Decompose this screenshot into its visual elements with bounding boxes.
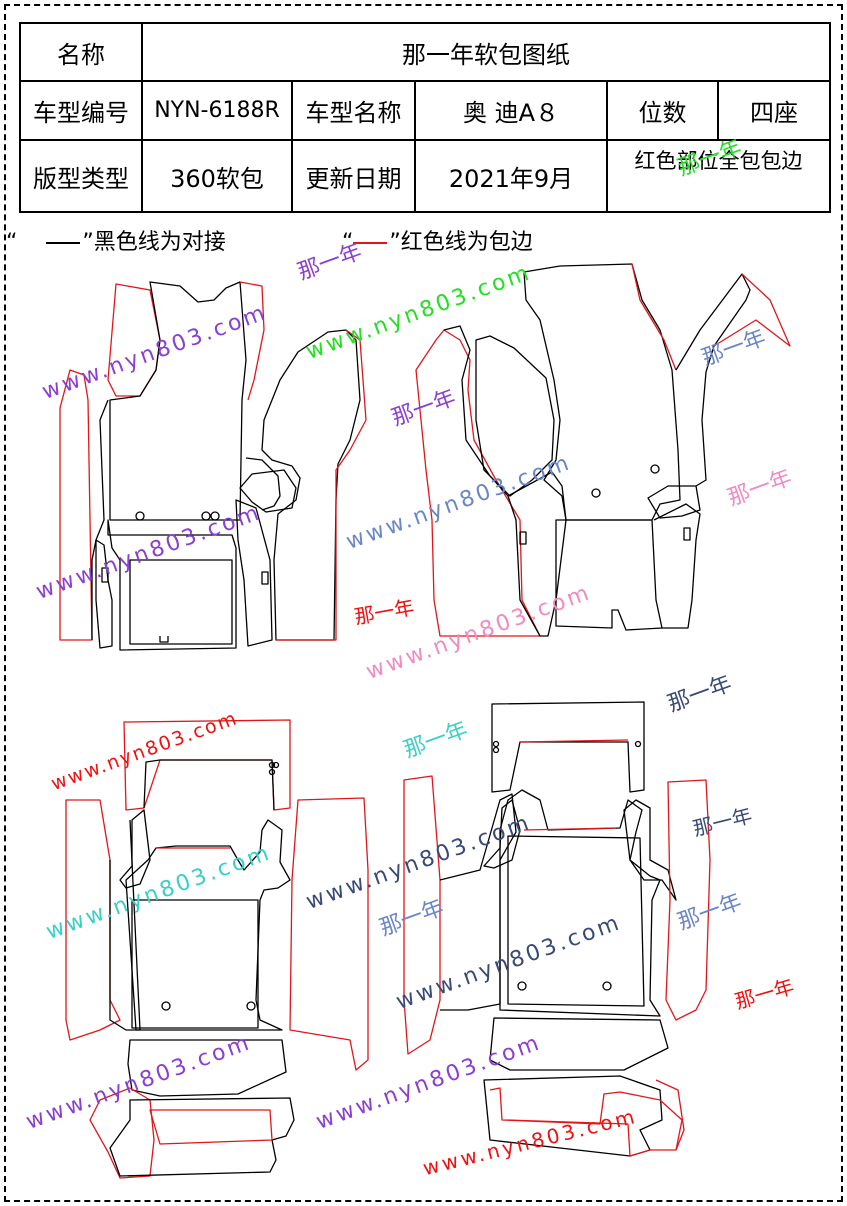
pattern-piece	[235, 499, 273, 647]
pattern-piece	[499, 789, 661, 1017]
fixing-hole	[591, 488, 601, 498]
pattern-piece	[143, 759, 275, 811]
pattern-piece	[713, 273, 791, 347]
pattern-piece	[489, 1087, 683, 1157]
fixing-hole	[517, 981, 527, 991]
pattern-piece	[125, 819, 291, 1031]
legend-red: “ ”红色线为包边	[342, 228, 533, 258]
pattern-piece	[131, 899, 259, 1029]
spec-row-model: 车型编号 NYN-6188R 车型名称 奥 迪A８ 位数 四座	[19, 80, 831, 141]
seats-value: 四座	[717, 80, 831, 141]
slot	[159, 636, 169, 643]
fixing-hole	[201, 511, 211, 521]
pattern-piece	[403, 775, 441, 1055]
pattern-piece	[647, 485, 701, 519]
pattern-piece	[107, 283, 161, 397]
fixing-hole	[161, 1001, 171, 1011]
seats-label: 位数	[606, 80, 719, 141]
fixing-hole	[268, 761, 276, 769]
fixing-hole	[650, 464, 660, 474]
pattern-piece	[653, 503, 701, 629]
pattern-piece	[89, 1087, 155, 1179]
pattern-piece	[239, 281, 265, 401]
date-value: 2021年9月	[414, 139, 608, 213]
pattern-piece	[523, 263, 681, 521]
spec-row-type: 版型类型 360软包 更新日期 2021年9月 红色部位全包包边	[19, 139, 831, 213]
date-label: 更新日期	[291, 139, 416, 213]
model-no-value: NYN-6188R	[141, 80, 293, 141]
spec-table: 名称 那一年软包图纸 车型编号 NYN-6188R 车型名称 奥 迪A８ 位数 …	[19, 22, 831, 213]
fixing-hole	[492, 740, 500, 748]
pattern-piece	[59, 369, 93, 641]
pattern-piece	[675, 273, 751, 487]
fixing-hole	[246, 1001, 256, 1011]
red-line-sample	[353, 242, 388, 244]
pattern-piece	[149, 1109, 273, 1145]
pattern-piece	[289, 797, 369, 1071]
legend-quote: “	[342, 230, 354, 255]
slot	[683, 527, 691, 541]
fixing-hole	[268, 768, 276, 776]
pattern-piece	[123, 719, 291, 811]
slot	[261, 571, 269, 585]
pattern-piece	[95, 539, 113, 649]
name-value: 那一年软包图纸	[141, 22, 831, 82]
pattern-piece	[475, 335, 555, 497]
legend-quote: “	[6, 230, 18, 255]
pattern-piece	[245, 457, 281, 511]
pattern-piece	[109, 281, 247, 521]
pattern-piece	[239, 469, 297, 513]
pattern-piece	[119, 809, 151, 889]
model-name-value: 奥 迪A８	[414, 80, 608, 141]
pattern-piece	[665, 779, 711, 1021]
legend-black-text: ”黑色线为对接	[82, 230, 226, 255]
fixing-hole	[492, 746, 500, 754]
spec-row-name: 名称 那一年软包图纸	[19, 22, 831, 82]
pattern-piece	[127, 1039, 287, 1097]
pattern-piece	[507, 835, 645, 1007]
slot	[101, 567, 109, 583]
pattern-piece	[276, 329, 367, 641]
pattern-piece	[555, 519, 663, 631]
black-line-sample	[46, 242, 81, 244]
pattern-piece	[439, 793, 517, 1011]
fixing-hole	[634, 740, 642, 748]
name-label: 名称	[19, 22, 143, 82]
pattern-piece	[109, 1097, 295, 1177]
note-text: 红色部位全包包边	[606, 139, 831, 213]
fixing-hole	[272, 761, 280, 769]
legend-red-text: ”红色线为包边	[389, 230, 533, 255]
model-no-label: 车型编号	[19, 80, 143, 141]
slot	[519, 531, 527, 545]
pattern-piece	[623, 799, 677, 901]
pattern-piece	[109, 819, 141, 1031]
pattern-piece	[91, 399, 109, 640]
pattern-piece	[129, 559, 233, 645]
pattern-piece	[523, 827, 617, 831]
fixing-hole	[135, 511, 145, 521]
pattern-piece	[491, 701, 645, 793]
fixing-hole	[210, 511, 220, 521]
pattern-piece	[483, 1075, 663, 1157]
pattern-piece	[507, 471, 567, 637]
type-label: 版型类型	[19, 139, 143, 213]
pattern-piece	[489, 1017, 669, 1071]
legend-black: “ ”黑色线为对接	[6, 228, 226, 258]
pattern-piece	[415, 329, 541, 637]
sheet-border	[4, 4, 843, 1202]
model-name-label: 车型名称	[291, 80, 416, 141]
pattern-piece	[631, 263, 677, 371]
pattern-piece	[261, 329, 361, 641]
pattern-piece	[107, 519, 237, 651]
pattern-piece	[519, 739, 629, 743]
fixing-hole	[602, 981, 612, 991]
type-value: 360软包	[141, 139, 293, 213]
pattern-piece	[655, 1079, 685, 1151]
pattern-piece	[65, 799, 121, 1041]
